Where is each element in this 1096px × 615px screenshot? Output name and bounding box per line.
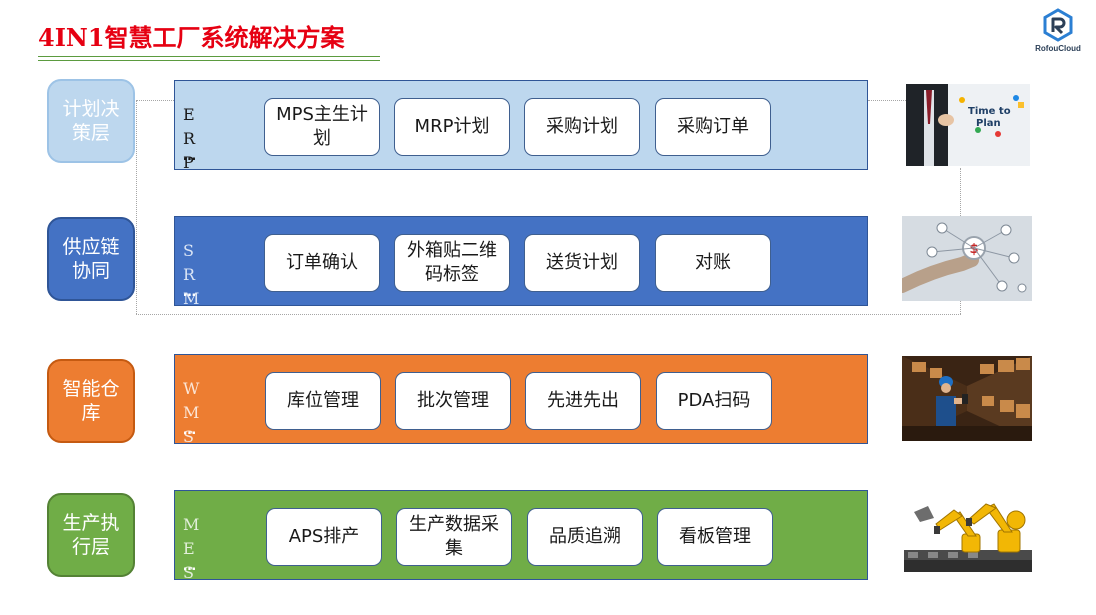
connector-line-right-top bbox=[868, 100, 906, 101]
function-purchase-order: 采购订单 bbox=[655, 98, 771, 156]
company-logo: RofouCloud bbox=[1030, 8, 1086, 58]
layer-label-production: 生产执行层 bbox=[47, 493, 135, 577]
photo-industrial-robots bbox=[904, 490, 1032, 572]
connector-line-bottom bbox=[136, 314, 961, 315]
system-name-erp: ERP bbox=[183, 105, 196, 172]
photo-warehouse-worker bbox=[902, 356, 1032, 441]
function-location-management: 库位管理 bbox=[265, 372, 381, 430]
function-quality-trace: 品质追溯 bbox=[527, 508, 643, 566]
function-aps-scheduling: APS排产 bbox=[266, 508, 382, 566]
more-indicator: … bbox=[183, 559, 197, 574]
title-underline-2 bbox=[38, 60, 380, 61]
function-mps: MPS主生计划 bbox=[264, 98, 380, 156]
page-title: 4IN1智慧工厂系统解决方案 bbox=[38, 23, 345, 52]
function-batch-management: 批次管理 bbox=[395, 372, 511, 430]
cloud-logo-icon bbox=[1043, 8, 1073, 42]
function-purchase-plan: 采购计划 bbox=[524, 98, 640, 156]
connector-line-left-top bbox=[136, 100, 174, 101]
layer-label-planning: 计划决策层 bbox=[47, 79, 135, 163]
function-carton-qr-label: 外箱贴二维码标签 bbox=[394, 234, 510, 292]
layer-label-warehouse: 智能仓库 bbox=[47, 359, 135, 443]
function-reconciliation: 对账 bbox=[655, 234, 771, 292]
srm-band: SRM … 订单确认 外箱贴二维码标签 送货计划 对账 bbox=[174, 216, 868, 308]
function-mrp: MRP计划 bbox=[394, 98, 510, 156]
function-kanban: 看板管理 bbox=[657, 508, 773, 566]
system-name-mes: MES bbox=[183, 515, 200, 582]
connector-line-left bbox=[136, 100, 137, 314]
function-fifo: 先进先出 bbox=[525, 372, 641, 430]
system-name-srm: SRM bbox=[183, 241, 200, 308]
svg-text:$: $ bbox=[969, 242, 978, 257]
erp-band: ERP … MPS主生计划 MRP计划 采购计划 采购订单 bbox=[174, 80, 868, 172]
layer-label-supply-chain: 供应链协同 bbox=[47, 217, 135, 301]
mes-band: MES … APS排产 生产数据采集 品质追溯 看板管理 bbox=[174, 490, 868, 582]
more-indicator: … bbox=[183, 149, 197, 164]
photo-network-hand: $ bbox=[902, 216, 1032, 301]
title-underline bbox=[38, 56, 380, 57]
logo-text: RofouCloud bbox=[1035, 44, 1081, 53]
function-production-data: 生产数据采集 bbox=[396, 508, 512, 566]
image-text-time-to: Time to bbox=[968, 106, 1011, 117]
function-pda-scan: PDA扫码 bbox=[656, 372, 772, 430]
image-text-plan: Plan bbox=[976, 118, 1001, 129]
wms-band: WMS … 库位管理 批次管理 先进先出 PDA扫码 bbox=[174, 354, 868, 446]
more-indicator: … bbox=[183, 423, 197, 438]
function-delivery-plan: 送货计划 bbox=[524, 234, 640, 292]
system-name-wms: WMS bbox=[183, 379, 200, 446]
function-order-confirm: 订单确认 bbox=[264, 234, 380, 292]
photo-time-to-plan: Time to Plan bbox=[906, 84, 1030, 166]
more-indicator: … bbox=[183, 285, 197, 300]
